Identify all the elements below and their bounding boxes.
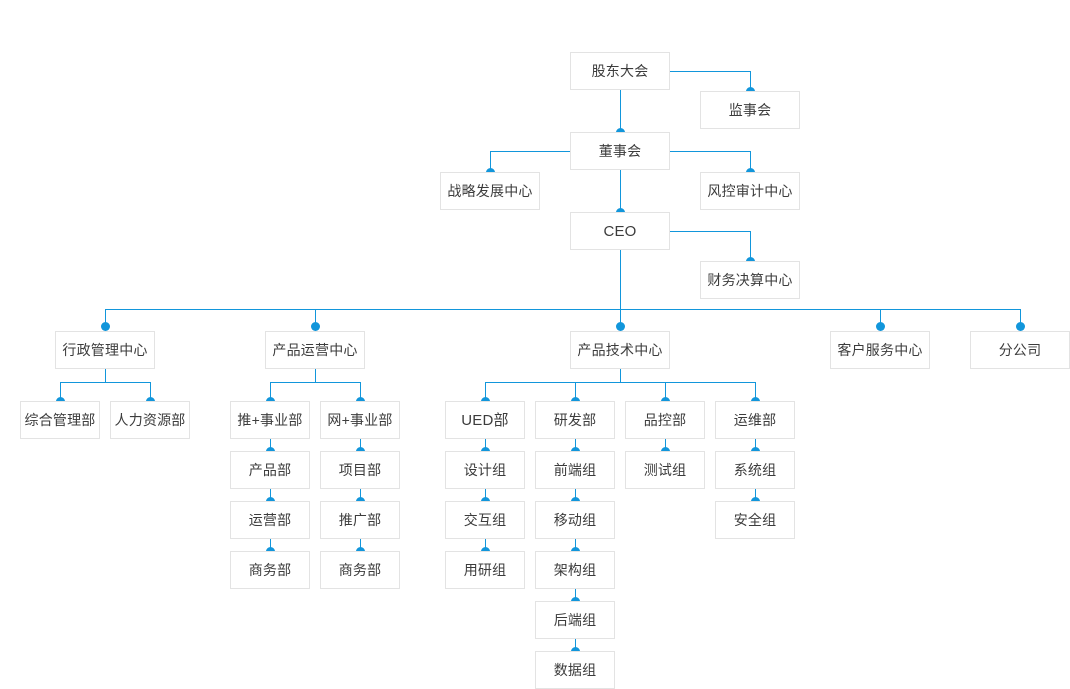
shareholders-to-supervisors-v [750,71,751,91]
tech-drop-3 [665,382,666,401]
org-node-n2[interactable]: 监事会 [700,91,800,129]
chain-d1-d2 [485,439,486,451]
main-bus-h [105,309,1020,310]
org-node-a1[interactable]: 综合管理部 [20,401,100,439]
ops-stem-v [315,369,316,382]
board-to-risk-v [750,151,751,172]
chain-d3-d4 [485,539,486,551]
admin-drop-2 [150,382,151,401]
bus-drop-admin [105,309,106,331]
ceo-to-finance-v [750,231,751,261]
org-node-c4[interactable]: 客户服务中心 [830,331,930,369]
chain-b5-b6 [360,439,361,451]
chain-b2-b3 [270,489,271,501]
org-node-g1[interactable]: 运维部 [715,401,795,439]
org-node-b6[interactable]: 项目部 [320,451,400,489]
dot-admin-center [101,322,110,331]
tech-stem-v [620,369,621,382]
ceo-to-finance-h [670,231,750,232]
dot-branch [1016,322,1025,331]
org-node-c3[interactable]: 产品技术中心 [570,331,670,369]
chain-b1-b2 [270,439,271,451]
chain-b3-b4 [270,539,271,551]
org-node-e3[interactable]: 移动组 [535,501,615,539]
org-node-a2[interactable]: 人力资源部 [110,401,190,439]
bus-drop-product-ops [315,309,316,331]
org-node-b3[interactable]: 运营部 [230,501,310,539]
chain-d2-d3 [485,489,486,501]
org-node-n7[interactable]: 财务决算中心 [700,261,800,299]
admin-stem-v [105,369,106,382]
tech-drop-2 [575,382,576,401]
org-node-g2[interactable]: 系统组 [715,451,795,489]
chain-e2-e3 [575,489,576,501]
ceo-to-bus-v [620,250,621,309]
org-node-b1[interactable]: 推+事业部 [230,401,310,439]
chain-e4-e5 [575,589,576,601]
org-node-d4[interactable]: 用研组 [445,551,525,589]
org-node-b5[interactable]: 网+事业部 [320,401,400,439]
org-node-d3[interactable]: 交互组 [445,501,525,539]
org-node-n3[interactable]: 董事会 [570,132,670,170]
board-to-strategy-v [490,151,491,172]
org-node-n4[interactable]: 战略发展中心 [440,172,540,210]
tech-drop-1 [485,382,486,401]
bus-drop-customer [880,309,881,331]
tech-bar-h [485,382,755,383]
admin-drop-1 [60,382,61,401]
board-to-ceo-v [620,170,621,212]
ops-bar-h [270,382,360,383]
org-node-c5[interactable]: 分公司 [970,331,1070,369]
dot-tech-center [616,322,625,331]
chain-b7-b8 [360,539,361,551]
org-node-c1[interactable]: 行政管理中心 [55,331,155,369]
bus-drop-product-tech [620,309,621,331]
org-node-e2[interactable]: 前端组 [535,451,615,489]
chain-e5-e6 [575,639,576,651]
org-node-n6[interactable]: CEO [570,212,670,250]
org-node-b8[interactable]: 商务部 [320,551,400,589]
org-node-d2[interactable]: 设计组 [445,451,525,489]
dot-service-center [876,322,885,331]
org-node-n5[interactable]: 风控审计中心 [700,172,800,210]
tech-drop-4 [755,382,756,401]
org-node-d1[interactable]: UED部 [445,401,525,439]
chain-g2-g3 [755,489,756,501]
board-to-risk-h [670,151,750,152]
chain-b6-b7 [360,489,361,501]
org-node-b2[interactable]: 产品部 [230,451,310,489]
org-node-e5[interactable]: 后端组 [535,601,615,639]
admin-bar-h [60,382,150,383]
chain-e1-e2 [575,439,576,451]
chain-g1-g2 [755,439,756,451]
org-node-c2[interactable]: 产品运营中心 [265,331,365,369]
org-node-b7[interactable]: 推广部 [320,501,400,539]
shareholders-to-supervisors-h [670,71,750,72]
org-node-b4[interactable]: 商务部 [230,551,310,589]
org-node-n1[interactable]: 股东大会 [570,52,670,90]
shareholders-to-board-v [620,90,621,132]
org-node-f1[interactable]: 品控部 [625,401,705,439]
org-node-e6[interactable]: 数据组 [535,651,615,689]
org-node-g3[interactable]: 安全组 [715,501,795,539]
chain-e3-e4 [575,539,576,551]
chain-f1-f2 [665,439,666,451]
ops-drop-1 [270,382,271,401]
org-node-f2[interactable]: 测试组 [625,451,705,489]
bus-drop-branch [1020,309,1021,331]
dot-ops-center [311,322,320,331]
org-node-e1[interactable]: 研发部 [535,401,615,439]
org-node-e4[interactable]: 架构组 [535,551,615,589]
ops-drop-2 [360,382,361,401]
board-to-strategy-h [490,151,570,152]
